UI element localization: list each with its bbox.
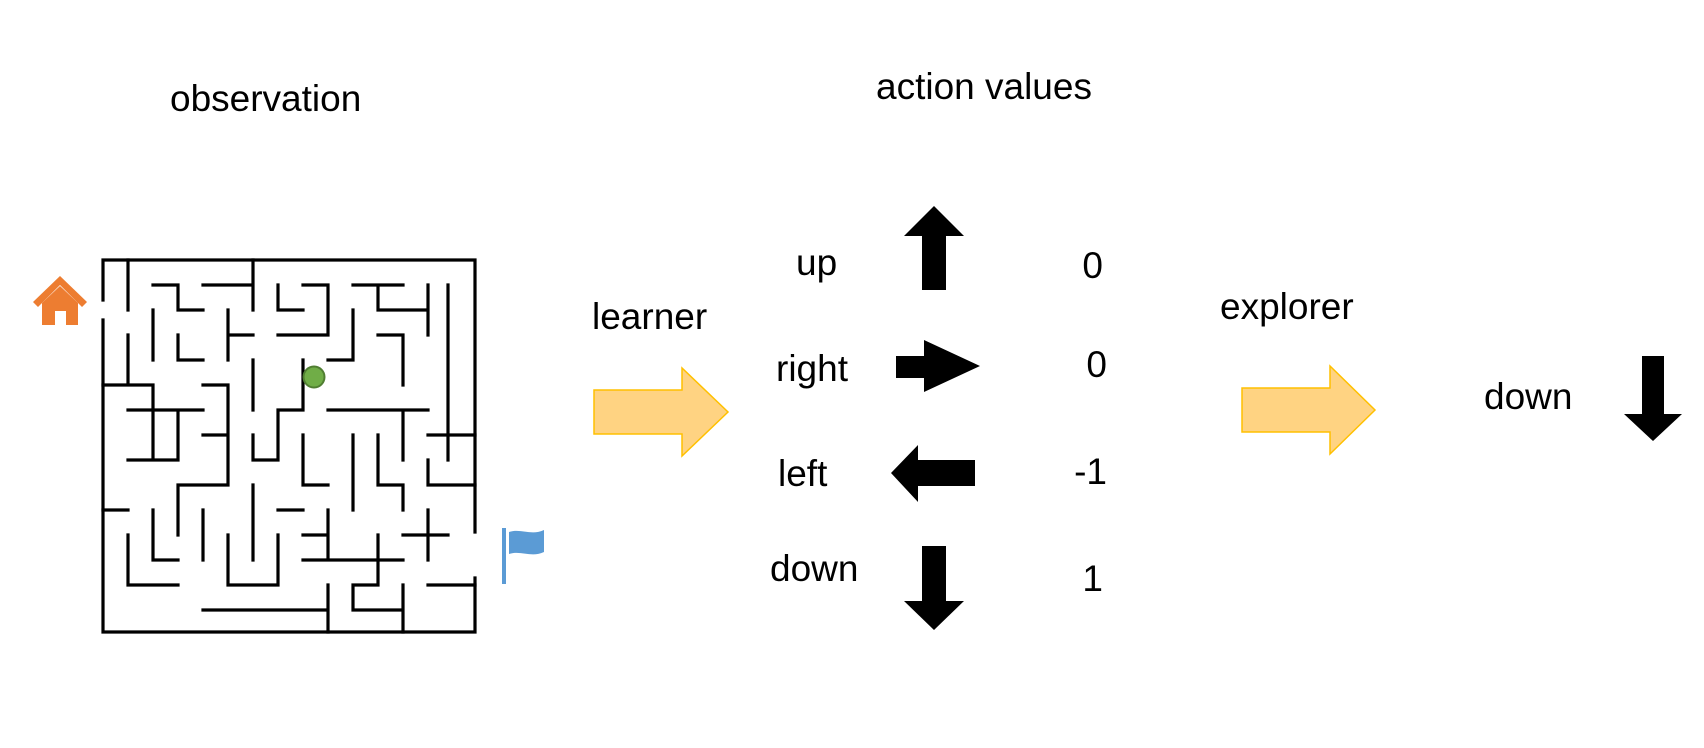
action-value-up: 0	[1082, 245, 1103, 286]
action-value-down: 1	[1082, 558, 1103, 599]
arrow-down-icon	[904, 546, 964, 630]
arrow-up-icon	[904, 206, 964, 290]
flag-icon	[502, 528, 544, 584]
learner-flow-arrow	[593, 366, 730, 458]
action-label-right: right	[776, 348, 848, 389]
explorer-label: explorer	[1220, 286, 1354, 327]
action-values-title: action values	[876, 66, 1092, 107]
learner-label: learner	[592, 296, 708, 337]
action-label-left: left	[778, 453, 828, 494]
arrow-left-icon	[891, 445, 975, 502]
chosen-arrow-down-icon	[1624, 356, 1682, 441]
agent-dot-icon	[302, 365, 326, 389]
arrow-right-icon	[896, 340, 980, 392]
maze-outer-wall-bottom	[101, 318, 477, 634]
action-value-right: 0	[1086, 344, 1107, 385]
house-icon	[33, 276, 87, 325]
maze	[101, 258, 477, 634]
chosen-action-label: down	[1484, 376, 1573, 417]
maze-outer-wall	[101, 258, 477, 534]
action-label-down: down	[770, 548, 859, 589]
observation-title: observation	[170, 78, 362, 119]
action-label-up: up	[796, 242, 838, 283]
action-value-left: -1	[1074, 451, 1107, 492]
explorer-flow-arrow	[1241, 364, 1377, 456]
maze-inner-walls	[101, 258, 477, 634]
